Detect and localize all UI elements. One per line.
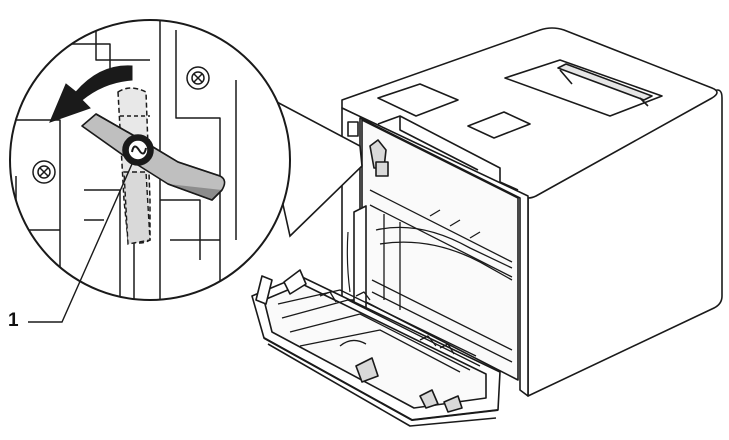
rotate-arrow-icon [49,65,133,123]
paper-slot [467,111,531,139]
interior-lock-lever [369,139,389,177]
lower-slot-outline [123,171,151,245]
screw-top [186,66,210,90]
control-panel-recess [377,83,459,117]
detail-magnifier [9,19,291,301]
lock-lever [81,113,226,201]
callout-number: 1 [8,310,19,331]
callout-leader-line [28,163,133,323]
output-tray [504,59,663,117]
front-cover [251,269,501,427]
screw-left [32,160,56,184]
cover-tabs [355,357,463,413]
